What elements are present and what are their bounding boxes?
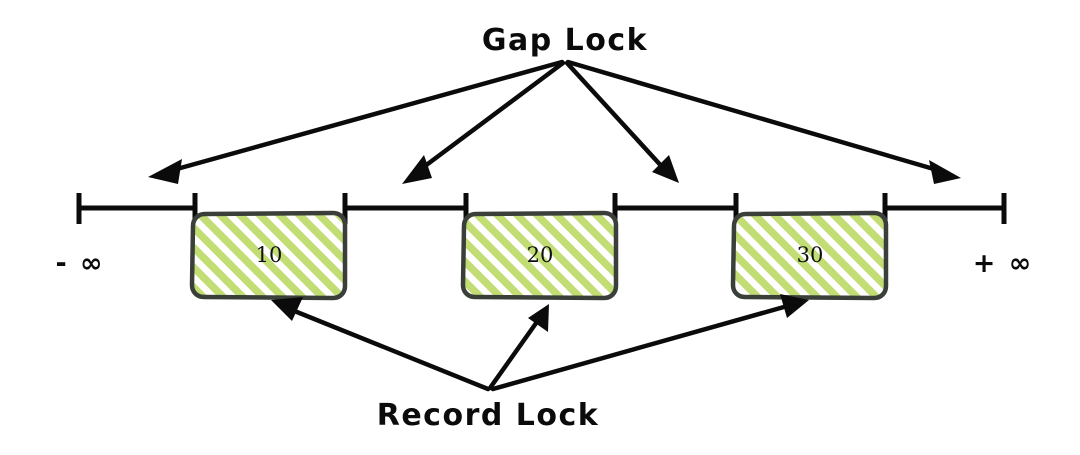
record-lock-box-30-fill	[733, 213, 886, 297]
record-lock-value-30: 30	[797, 243, 824, 267]
gap-lock-arrow-leftmost	[148, 59, 565, 184]
gap-lock-arrow-left-middle	[402, 60, 566, 184]
record-lock-box-10-fill	[192, 213, 345, 297]
record-lock-title: Record Lock	[377, 398, 600, 433]
gap-lock-arrow-rightmost	[565, 59, 961, 184]
gap-lock-arrow-right-middle	[564, 60, 679, 183]
record-lock-box-30: 30	[730, 210, 889, 301]
record-lock-value-10: 10	[256, 243, 283, 267]
record-lock-box-10: 10	[189, 210, 348, 301]
axis-right-endpoint-label: + ∞	[973, 248, 1034, 279]
gap-lock-title: Gap Lock	[482, 23, 648, 58]
record-lock-box-20-border	[460, 210, 619, 301]
record-lock-box-20: 20	[460, 210, 619, 301]
record-lock-box-20-fill	[463, 213, 616, 297]
axis-left-endpoint-label: - ∞	[55, 248, 104, 279]
number-line-axis	[76, 193, 1007, 224]
record-lock-arrow-to-20	[487, 304, 549, 391]
record-lock-arrows	[271, 294, 809, 392]
record-lock-value-20: 20	[527, 243, 554, 267]
record-lock-arrow-to-10	[271, 297, 491, 392]
record-lock-box-30-border	[730, 210, 889, 301]
record-lock-arrow-to-30	[490, 294, 809, 392]
record-lock-box-10-border	[189, 210, 348, 301]
gap-lock-arrows	[148, 59, 961, 184]
